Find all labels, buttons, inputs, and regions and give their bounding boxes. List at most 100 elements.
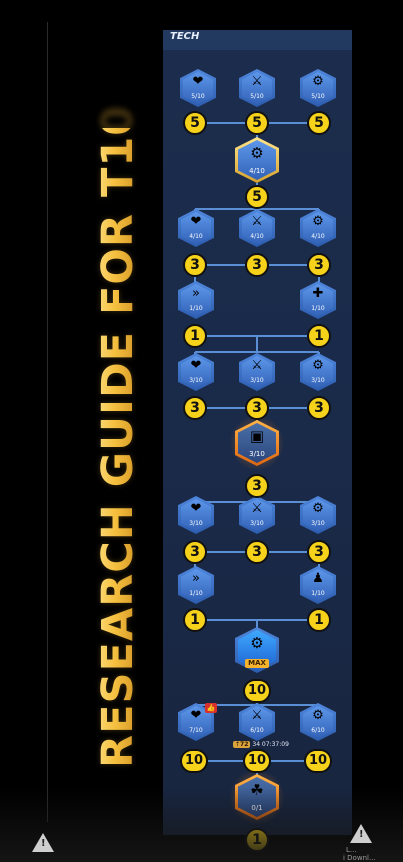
level-badge: 3: [183, 396, 207, 420]
node-level: 4/10: [189, 233, 203, 240]
tech-node[interactable]: ❤ 3/10: [178, 353, 214, 391]
tech-node[interactable]: ⚙ MAX: [235, 627, 279, 673]
node-level: 4/10: [250, 233, 264, 240]
gear-icon: ⚙: [312, 501, 324, 516]
divider-line: [47, 22, 48, 822]
gear-icon: ⚙: [312, 214, 324, 229]
node-face: [242, 499, 272, 531]
tech-node[interactable]: ❤ 5/10: [180, 69, 216, 107]
node-level: 1/10: [311, 305, 325, 312]
bottom-right-label-1: L...: [346, 846, 357, 854]
tech-node[interactable]: ⚙3/10: [300, 496, 336, 534]
node-level: 4/10: [249, 167, 265, 175]
tech-header-bar: [163, 30, 352, 50]
arrows-icon: »: [192, 571, 200, 586]
level-badge: 3: [183, 540, 207, 564]
level-badge: 10: [304, 749, 332, 773]
level-badge: 5: [183, 111, 207, 135]
heal-icon: ❤: [190, 708, 202, 723]
node-face: [303, 212, 333, 244]
node-face: [242, 212, 272, 244]
heal-icon: ❤: [192, 74, 204, 89]
gear-icon: ⚙: [312, 708, 324, 723]
tech-node[interactable]: ▣3/10: [235, 420, 279, 466]
gear-icon: ⚙: [312, 74, 324, 89]
node-level: 3/10: [311, 377, 325, 384]
node-face: [181, 499, 211, 531]
tech-node[interactable]: ⚙5/10: [300, 69, 336, 107]
tech-node[interactable]: ⚙ 3/10: [300, 353, 336, 391]
level-badge: 3: [307, 396, 331, 420]
tech-node[interactable]: ❤3/10: [178, 496, 214, 534]
tech-node[interactable]: ⚔3/10: [239, 496, 275, 534]
node-face: [238, 140, 276, 180]
level-badge: 3: [307, 540, 331, 564]
tech-node[interactable]: ⚙ 4/10: [235, 137, 279, 183]
node-face: [303, 284, 333, 316]
gear-icon: ⚙: [250, 144, 264, 162]
gear-icon: ⚙: [312, 358, 324, 373]
tech-node[interactable]: »1/10: [178, 281, 214, 319]
node-face: [181, 569, 211, 601]
node-face: [242, 72, 272, 104]
level-badge: 1: [307, 324, 331, 348]
warning-icon[interactable]: !: [32, 833, 54, 852]
level-badge: 1: [183, 324, 207, 348]
node-face: [183, 72, 213, 104]
tech-header-label: TECH: [170, 31, 200, 42]
heal-icon: ❤: [190, 214, 202, 229]
attack-icon: ⚔: [251, 214, 263, 229]
timer-time: 34 07:37:09: [252, 741, 289, 748]
node-level: 1/10: [189, 305, 203, 312]
attack-icon: ⚔: [251, 74, 263, 89]
node-level: 5/10: [250, 93, 264, 100]
tech-node[interactable]: ♟ 1/10: [300, 566, 336, 604]
node-level: 1/10: [311, 590, 325, 597]
plus-icon: ✚: [312, 286, 324, 301]
level-badge: 5: [307, 111, 331, 135]
heal-icon: ❤: [190, 358, 202, 373]
tech-node[interactable]: »1/10: [178, 566, 214, 604]
node-face: [303, 569, 333, 601]
tech-node[interactable]: ⚙4/10: [300, 209, 336, 247]
node-face: [242, 356, 272, 388]
tech-node[interactable]: ⚔6/10: [239, 703, 275, 741]
bottom-right-label-2: i Downl...: [343, 854, 376, 862]
level-badge: 3: [307, 253, 331, 277]
level-badge: 1: [183, 608, 207, 632]
tech-node[interactable]: ⚙ 6/10: [300, 703, 336, 741]
node-level: 3/10: [189, 377, 203, 384]
level-badge: 3: [245, 253, 269, 277]
max-tag: MAX: [245, 659, 269, 668]
node-level: 6/10: [311, 727, 325, 734]
node-level: 3/10: [249, 450, 265, 458]
tech-node[interactable]: ⚔ 4/10: [239, 209, 275, 247]
node-face: [238, 423, 276, 463]
node-level: 3/10: [189, 520, 203, 527]
gear-icon: ⚙: [250, 634, 264, 652]
thumbs-up-icon: 👍: [205, 703, 217, 713]
warning-icon-right[interactable]: !: [350, 824, 372, 843]
node-level: 3/10: [250, 520, 264, 527]
soldier-icon: ♟: [312, 571, 324, 586]
tech-node[interactable]: ⚔ 5/10: [239, 69, 275, 107]
node-level: 3/10: [250, 377, 264, 384]
tech-node[interactable]: ❤ 4/10: [178, 209, 214, 247]
level-badge: 5: [245, 111, 269, 135]
level-badge: 1: [307, 608, 331, 632]
tech-node[interactable]: ⚔3/10: [239, 353, 275, 391]
node-face: [303, 499, 333, 531]
node-face: [181, 356, 211, 388]
timer-chip: ⇡72: [233, 741, 251, 748]
level-badge: 3: [245, 540, 269, 564]
level-badge: 10: [180, 749, 208, 773]
level-badge: 3: [245, 396, 269, 420]
level-badge: 3: [245, 474, 269, 498]
node-level: 6/10: [250, 727, 264, 734]
node-face: [242, 706, 272, 738]
node-level: 5/10: [191, 93, 205, 100]
tech-node[interactable]: ✚ 1/10: [300, 281, 336, 319]
node-face: [181, 212, 211, 244]
node-face: [181, 284, 211, 316]
